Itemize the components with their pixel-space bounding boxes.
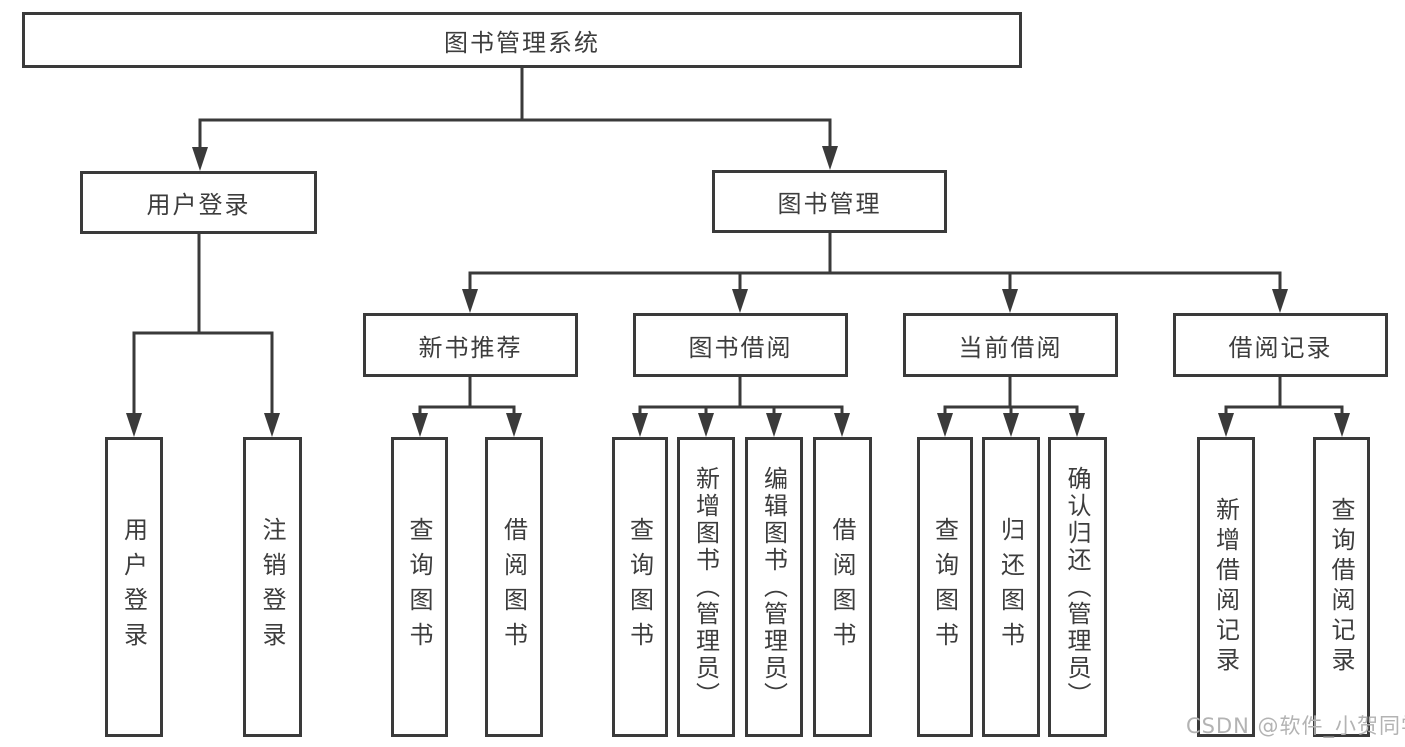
leaf-label: 查询图书 [625,517,654,657]
connector-paths [132,66,1344,418]
node-new-book-recommend: 新书推荐 [363,313,578,377]
leaf-label: 查询图书 [405,517,433,657]
leaf-label: 新增图书（管理员） [691,465,720,709]
csdn-watermark: CSDN @软件_小贺同学 [1186,714,1405,738]
node-library-management-system: 图书管理系统 [22,12,1022,68]
leaf-confirm-return-admin: 确认归还（管理员） [1048,437,1107,737]
node-user-login: 用户登录 [80,171,317,234]
node-label: 新书推荐 [418,333,523,362]
leaf-label: 查询借阅记录 [1327,497,1355,677]
leaf-user-login: 用户登录 [105,437,163,737]
leaf-query-books-borrow: 查询图书 [612,437,668,737]
leaf-query-books-current: 查询图书 [917,437,973,737]
leaf-label: 注销登录 [258,517,286,657]
node-label: 图书借阅 [688,333,793,362]
leaf-label: 查询图书 [930,517,959,657]
leaf-query-books-recommend: 查询图书 [391,437,448,737]
node-book-borrow: 图书借阅 [633,313,848,377]
node-label: 图书管理 [777,190,882,218]
node-label: 借阅记录 [1228,333,1333,362]
leaf-return-books: 归还图书 [982,437,1040,737]
node-borrow-records: 借阅记录 [1173,313,1388,377]
leaf-logout: 注销登录 [243,437,302,737]
leaf-label: 借阅图书 [499,517,528,657]
arrowheads [126,146,1350,437]
node-book-management: 图书管理 [712,170,947,233]
leaf-label: 借阅图书 [828,517,856,657]
leaf-label: 新增借阅记录 [1211,497,1240,677]
node-current-borrow: 当前借阅 [903,313,1118,377]
node-label: 当前借阅 [958,333,1063,362]
leaf-borrow-books: 借阅图书 [813,437,872,737]
leaf-add-borrow-record: 新增借阅记录 [1197,437,1255,737]
node-label: 图书管理系统 [444,28,600,57]
node-label: 用户登录 [146,191,251,219]
leaf-query-borrow-record: 查询借阅记录 [1313,437,1370,737]
leaf-label: 编辑图书（管理员） [759,465,788,709]
leaf-label: 确认归还（管理员） [1063,465,1091,709]
leaf-edit-book-admin: 编辑图书（管理员） [745,437,803,737]
leaf-add-book-admin: 新增图书（管理员） [677,437,735,737]
leaf-label: 归还图书 [996,517,1025,657]
leaf-borrow-books-recommend: 借阅图书 [485,437,543,737]
leaf-label: 用户登录 [119,517,148,657]
